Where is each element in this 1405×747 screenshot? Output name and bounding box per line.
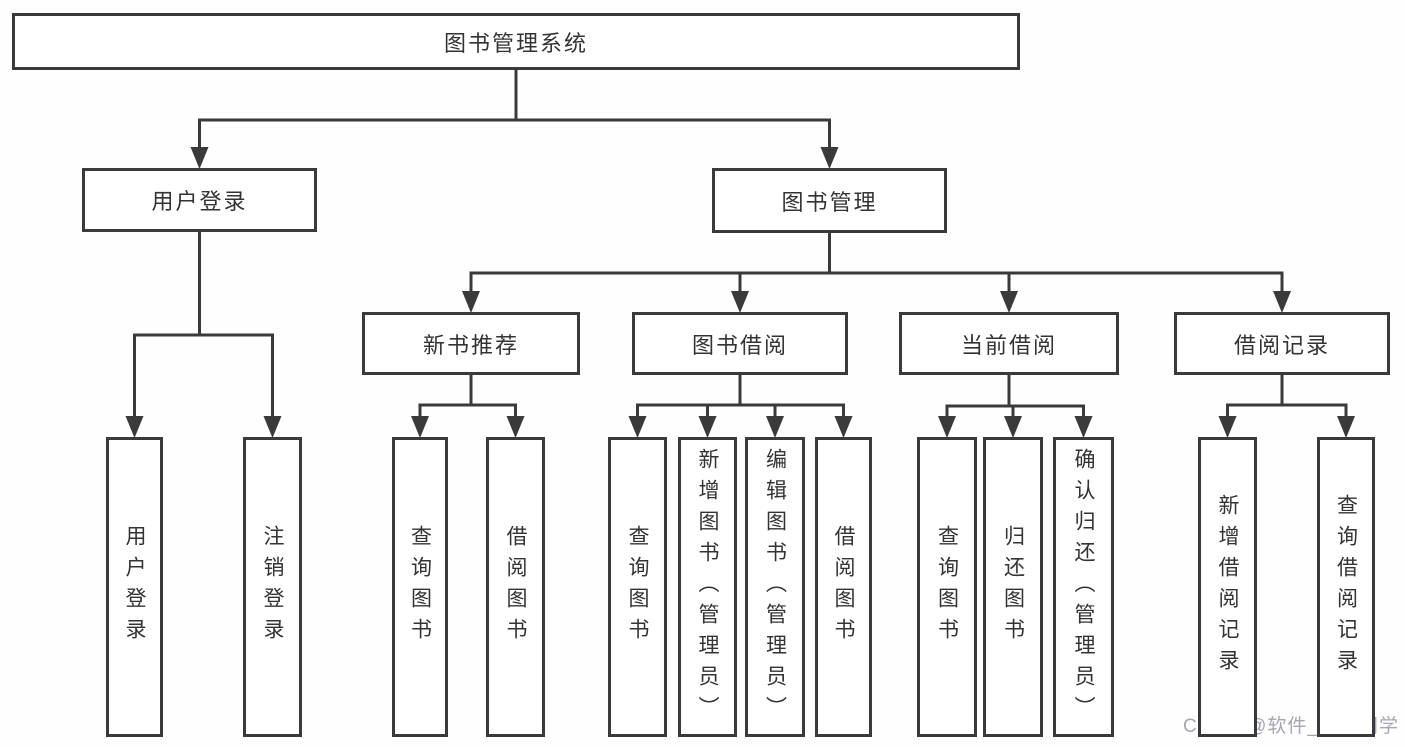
diagram-node-label: 归还图书 — [1001, 525, 1025, 649]
diagram-node-label: 借阅图书 — [504, 525, 527, 649]
diagram-node-label: 新书推荐 — [422, 332, 519, 358]
diagram-node-label: 图书借阅 — [691, 332, 788, 358]
diagram-node-label: 查询图书 — [935, 525, 959, 649]
diagram-node-recommend-borrow-books: 借阅图书 — [486, 437, 545, 737]
diagram-node-user-login: 用户登录 — [82, 168, 317, 232]
diagram-node-label: 用户登录 — [151, 189, 248, 214]
diagram-node-current-confirm-return-admin: 确认归还（管理员） — [1053, 437, 1114, 737]
diagram-node-records-add-record: 新增借阅记录 — [1198, 437, 1257, 737]
diagram-node-label: 注销登录 — [261, 525, 284, 649]
diagram-node-label: 新增图书（管理员） — [696, 447, 719, 727]
diagram-node-label: 图书管理 — [781, 189, 878, 215]
diagram-node-recommend-query-books: 查询图书 — [392, 437, 448, 737]
diagram-node-label: 查询图书 — [408, 525, 432, 649]
diagram-node-borrowing-edit-books-admin: 编辑图书（管理员） — [745, 437, 805, 737]
diagram-node-label: 当前借阅 — [960, 332, 1057, 358]
diagram-node-label: 查询借阅记录 — [1334, 494, 1358, 680]
diagram-node-label: 编辑图书（管理员） — [763, 447, 787, 727]
diagram-node-user-login-leaf: 用户登录 — [106, 437, 163, 737]
diagram-node-label: 新增借阅记录 — [1216, 494, 1239, 680]
diagram-node-label: 确认归还（管理员） — [1072, 447, 1095, 727]
diagram-node-borrowing-add-books-admin: 新增图书（管理员） — [678, 437, 737, 737]
diagram-node-library-system: 图书管理系统 — [12, 13, 1020, 70]
diagram-node-current-query-books: 查询图书 — [917, 437, 977, 737]
diagram-node-label: 借阅图书 — [832, 525, 855, 649]
diagram-node-borrowing-borrow-books: 借阅图书 — [815, 437, 872, 737]
diagram-node-book-management: 图书管理 — [712, 168, 947, 233]
diagram-node-current-return-books: 归还图书 — [983, 437, 1043, 737]
diagram-node-borrowing-query-books: 查询图书 — [608, 437, 667, 737]
diagram-node-label: 用户登录 — [123, 525, 146, 649]
diagram-node-logout: 注销登录 — [243, 437, 302, 737]
diagram-node-book-borrowing: 图书借阅 — [632, 312, 848, 375]
diagram-node-borrowing-records: 借阅记录 — [1174, 312, 1390, 375]
diagram-node-current-borrowing: 当前借阅 — [899, 312, 1119, 375]
diagram-node-label: 查询图书 — [626, 525, 649, 649]
diagram-node-label: 借阅记录 — [1233, 332, 1330, 358]
diagram-node-records-query-record: 查询借阅记录 — [1317, 437, 1375, 737]
diagram-node-new-book-recommend: 新书推荐 — [362, 312, 580, 375]
diagram-node-label: 图书管理系统 — [443, 30, 588, 56]
